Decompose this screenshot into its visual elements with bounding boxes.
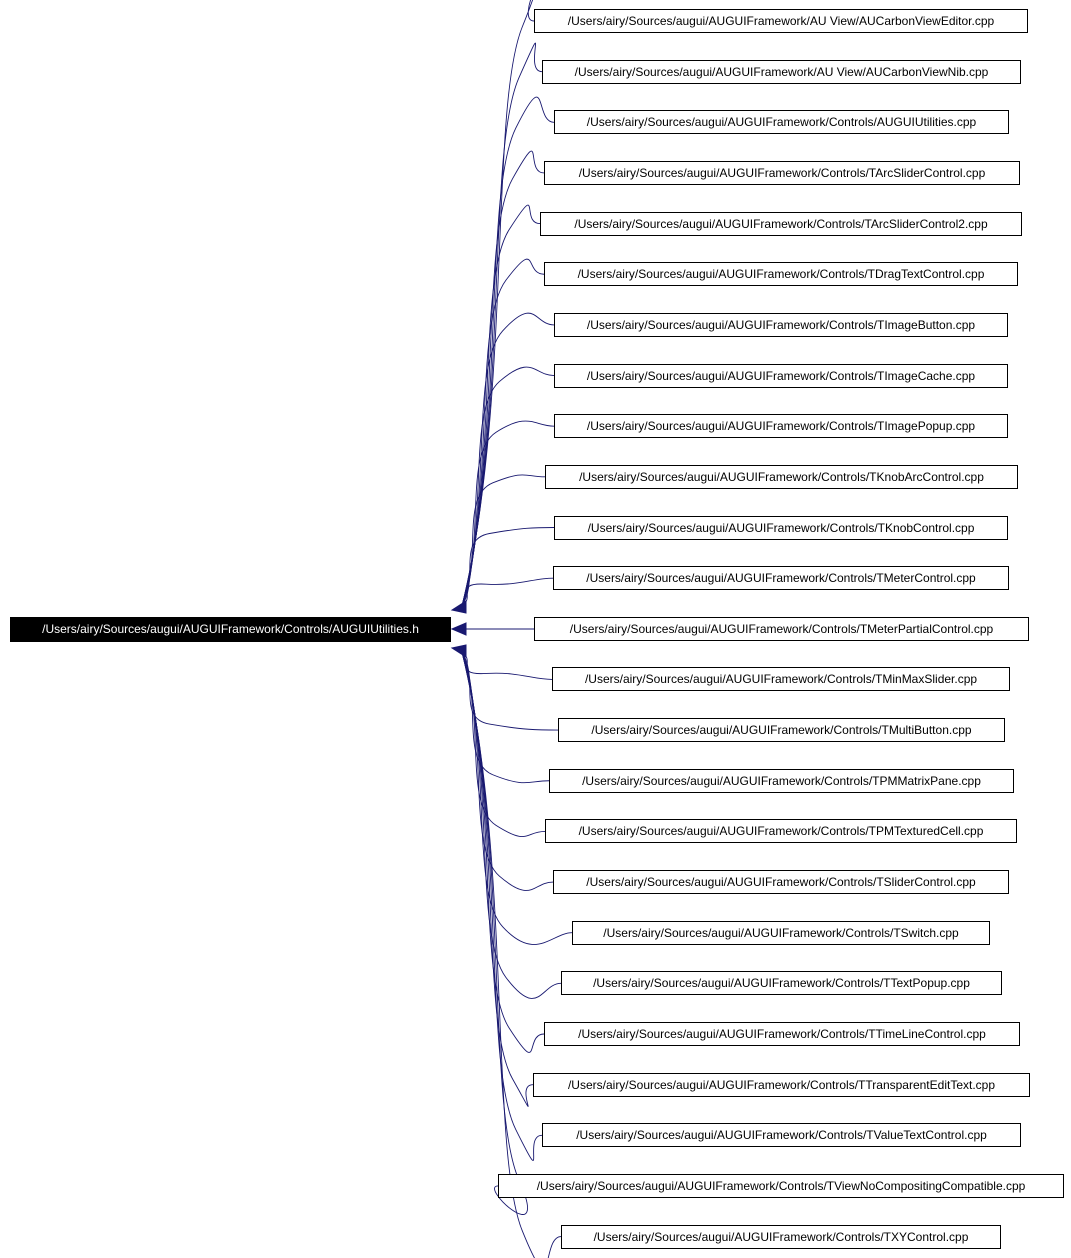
dependent-node[interactable]: /Users/airy/Sources/augui/AUGUIFramework… [540,211,1022,236]
include-edge [461,651,573,945]
dependent-node[interactable]: /Users/airy/Sources/augui/AUGUIFramework… [545,819,1017,844]
dependent-node[interactable]: /Users/airy/Sources/augui/AUGUIFramework… [542,59,1021,84]
dependent-node[interactable]: /Users/airy/Sources/augui/AUGUIFramework… [534,616,1029,641]
dependent-node[interactable]: /Users/airy/Sources/augui/AUGUIFramework… [498,1173,1064,1198]
include-edge [461,366,555,607]
dependent-node[interactable]: /Users/airy/Sources/augui/AUGUIFramework… [572,920,990,945]
dependent-node[interactable]: /Users/airy/Sources/augui/AUGUIFramework… [544,262,1018,287]
arrowhead-icon [450,622,467,636]
include-edge [461,577,554,607]
dependent-node[interactable]: /Users/airy/Sources/augui/AUGUIFramework… [544,1022,1020,1046]
root-node[interactable]: /Users/airy/Sources/augui/AUGUIFramework… [10,617,451,642]
dependent-node[interactable]: /Users/airy/Sources/augui/AUGUIFramework… [554,363,1008,388]
dependent-node[interactable]: /Users/airy/Sources/augui/AUGUIFramework… [558,718,1005,743]
include-edge [461,150,545,607]
dependent-node[interactable]: /Users/airy/Sources/augui/AUGUIFramework… [533,1072,1030,1097]
include-edge [461,312,555,607]
dependent-node[interactable]: /Users/airy/Sources/augui/AUGUIFramework… [554,515,1008,540]
arrowhead-icon [450,600,467,614]
dependent-node[interactable]: /Users/airy/Sources/augui/AUGUIFramework… [542,1123,1021,1148]
include-edge [461,474,546,607]
arrowhead-icon [450,644,467,658]
include-edge [461,651,562,1258]
dependent-node[interactable]: /Users/airy/Sources/augui/AUGUIFramework… [553,870,1009,895]
include-edge [461,96,555,607]
dependent-node[interactable]: /Users/airy/Sources/augui/AUGUIFramework… [554,414,1008,439]
dependent-node[interactable]: /Users/airy/Sources/augui/AUGUIFramework… [553,566,1009,591]
dependent-node[interactable]: /Users/airy/Sources/augui/AUGUIFramework… [534,9,1028,33]
dependent-node[interactable]: /Users/airy/Sources/augui/AUGUIFramework… [554,312,1008,337]
dependent-node[interactable]: /Users/airy/Sources/augui/AUGUIFramework… [544,160,1020,185]
dependent-node[interactable]: /Users/airy/Sources/augui/AUGUIFramework… [561,1224,1001,1249]
dependent-node[interactable]: /Users/airy/Sources/augui/AUGUIFramework… [549,768,1014,793]
include-edge [461,204,541,607]
include-edge [461,651,559,731]
dependent-node[interactable]: /Users/airy/Sources/augui/AUGUIFramework… [545,464,1018,489]
include-edge [461,651,528,1215]
include-edge [461,651,554,891]
include-edge [461,42,543,607]
dependent-node[interactable]: /Users/airy/Sources/augui/AUGUIFramework… [554,110,1009,135]
include-edge [461,527,555,607]
include-edge [461,0,535,607]
dependent-node[interactable]: /Users/airy/Sources/augui/AUGUIFramework… [552,667,1010,692]
include-edge [461,258,545,607]
include-edge [461,420,555,607]
include-edge [461,651,553,680]
dependent-node[interactable]: /Users/airy/Sources/augui/AUGUIFramework… [561,971,1002,996]
